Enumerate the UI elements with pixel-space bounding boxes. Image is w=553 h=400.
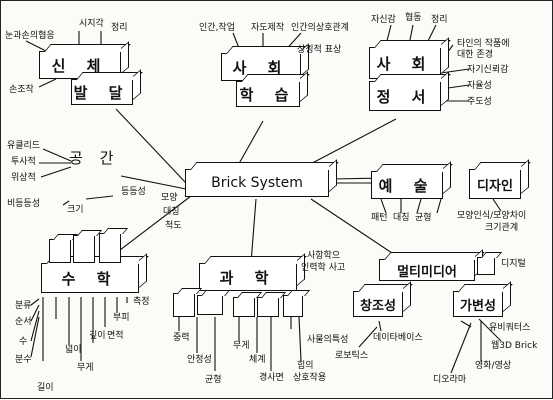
label-volume: 부피 xyxy=(113,313,130,324)
label-width: 넓이 xyxy=(65,345,82,356)
label-ubiquitous: 유비쿼터스 xyxy=(489,323,530,334)
label-size-relation: 크기관계 xyxy=(485,223,518,234)
label-center-symmetry: 대칭 xyxy=(163,207,180,218)
math-cube-2 xyxy=(73,235,95,263)
box-math: 수 학 xyxy=(41,263,139,293)
label-equivalence: 등등성 xyxy=(121,187,146,198)
box-physical-development: 발 달 xyxy=(71,79,133,105)
label-web3d-brick: 웹3D Brick xyxy=(491,341,537,352)
label-topological: 위상적 xyxy=(11,173,36,184)
label-force-1: 힘의 xyxy=(297,361,314,372)
label-human-work: 인간,작업 xyxy=(199,23,235,34)
label-map-making: 자도제작 xyxy=(251,23,284,34)
label-database: 데이타베이스 xyxy=(373,333,423,344)
label-balance: 균형 xyxy=(415,213,432,224)
label-incline: 경사면 xyxy=(259,373,284,384)
science-cube-5 xyxy=(283,295,303,317)
science-cube-3 xyxy=(233,297,255,317)
science-cube-1 xyxy=(173,293,195,317)
label-sci-balance: 균형 xyxy=(205,375,222,386)
label-robotics: 로보틱스 xyxy=(335,351,368,362)
label-symbolic-representation: 상징적 표상 xyxy=(297,45,341,56)
label-sci-weight: 무게 xyxy=(233,341,250,352)
label-confidence: 자신감 xyxy=(371,15,396,26)
multimedia-cube xyxy=(477,257,495,275)
label-system: 체계 xyxy=(249,355,266,366)
label-film-video: 영화/영상 xyxy=(475,361,511,372)
box-art: 예 술 xyxy=(371,171,443,199)
label-visual-perception: 시지각 xyxy=(79,19,104,30)
box-creativity: 창조성 xyxy=(353,291,403,317)
label-self-trust: 자기신뢰감 xyxy=(467,65,508,76)
label-respect-2: 대한 존경 xyxy=(457,50,493,61)
label-pattern: 패턴 xyxy=(371,213,388,224)
science-cube-4 xyxy=(257,297,279,317)
label-weight: 무게 xyxy=(77,363,94,374)
box-emotion: 정 서 xyxy=(369,81,441,111)
label-respect-1: 타인의 작품에 xyxy=(457,39,510,50)
label-science-thinking-2: 인력학 사고 xyxy=(301,263,345,274)
label-force-2: 상호작용 xyxy=(293,373,326,384)
box-social-learning: 학 습 xyxy=(236,81,300,107)
label-depth: 깊이 xyxy=(89,331,106,342)
box-multimedia: 멀티미디어 xyxy=(379,259,475,281)
box-brick-system: Brick System xyxy=(185,169,329,197)
label-digital: 디지털 xyxy=(501,259,526,270)
label-object-properties: 사물의특성 xyxy=(307,335,348,346)
box-science: 과 학 xyxy=(199,263,297,291)
label-size: 크기 xyxy=(67,205,84,216)
label-measurement: 측정 xyxy=(133,297,150,308)
label-space: 공 간 xyxy=(69,153,119,164)
box-design: 디자인 xyxy=(469,169,521,199)
label-art-symmetry: 대칭 xyxy=(393,213,410,224)
label-hand-eye: 눈과손의협응 xyxy=(5,31,55,42)
label-order: 순서 xyxy=(15,317,32,328)
label-diorama: 디오라마 xyxy=(433,375,466,386)
label-gravity: 중력 xyxy=(173,333,190,344)
label-initiative: 주도성 xyxy=(467,97,492,108)
label-fraction: 분수 xyxy=(15,355,32,366)
math-cube-1 xyxy=(49,239,71,263)
label-number: 수 xyxy=(19,337,27,348)
label-phys-organize: 정리 xyxy=(111,23,128,34)
label-emo-organize: 정리 xyxy=(431,15,448,26)
label-area: 면적 xyxy=(107,331,124,342)
label-autonomy: 자율성 xyxy=(467,81,492,92)
label-non-equivalence: 비등등성 xyxy=(7,199,40,210)
label-stability: 안정성 xyxy=(187,355,212,366)
label-shape-recognition: 모양인식/모양차이 xyxy=(457,211,526,222)
math-cube-3 xyxy=(99,233,121,263)
label-science-thinking-1: 사항학으 xyxy=(307,251,340,262)
label-hand-manipulation: 손조작 xyxy=(9,85,34,96)
label-human-relations: 인간의상호관계 xyxy=(291,23,349,34)
label-projective: 투사적 xyxy=(11,157,36,168)
label-euclidean: 유클리드 xyxy=(7,141,40,152)
label-length: 길이 xyxy=(37,383,54,394)
label-shape: 모양 xyxy=(161,193,178,204)
label-cooperation: 협동 xyxy=(405,13,422,24)
science-cube-2 xyxy=(197,295,223,315)
label-scale: 척도 xyxy=(165,221,182,232)
label-classification: 분류 xyxy=(15,301,32,312)
box-variability: 가변성 xyxy=(453,291,503,317)
